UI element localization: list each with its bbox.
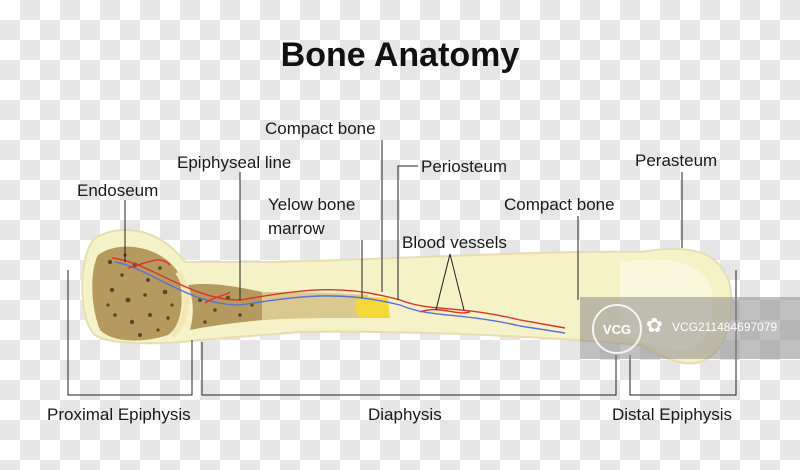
label-perasteum: Perasteum [635,151,717,170]
label-endoseum: Endoseum [77,181,158,200]
label-proximal-epiphysis: Proximal Epiphysis [47,405,191,424]
label-epiphyseal-line: Epiphyseal line [177,153,291,172]
label-compact-bone-right: Compact bone [504,195,615,214]
label-yelow-bone: Yelow bone [268,195,355,214]
label-blood-vessels: Blood vessels [402,233,507,252]
label-compact-bone-top: Compact bone [265,119,376,138]
watermark-logo: VCG [592,304,642,354]
watermark-id: VCG211484697079 [672,320,778,334]
label-diaphysis: Diaphysis [368,405,442,424]
watermark-leaf-icon: ✿ [646,315,663,337]
proximal-spongy-head [92,246,182,341]
bone-outer [81,229,733,365]
epiphyseal-line [169,270,190,339]
label-periosteum: Periosteum [421,157,507,176]
leader-lines [67,140,737,396]
label-marrow: marrow [268,219,325,238]
blood-vessels [111,257,566,334]
label-distal-epiphysis: Distal Epiphysis [612,405,732,424]
diagram-title: Bone Anatomy [280,36,520,74]
spongy-pores [106,253,254,337]
